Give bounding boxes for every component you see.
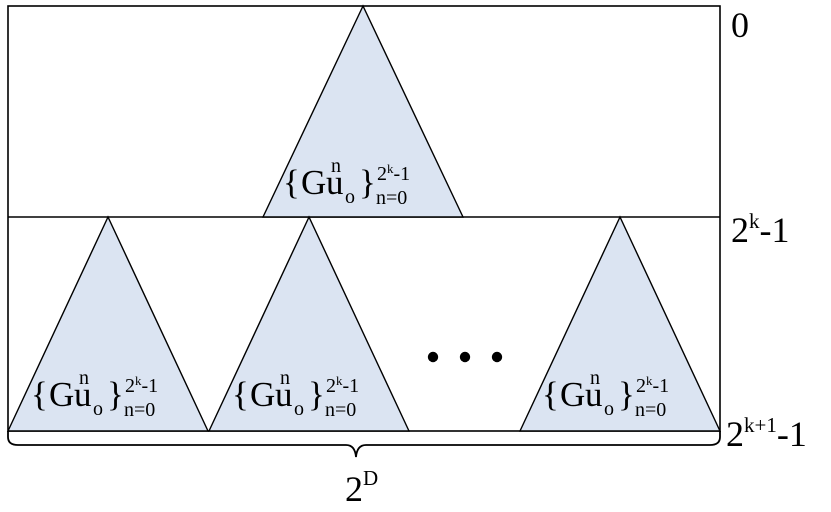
label-sub-o: o (294, 398, 304, 420)
label-lower-limit: n=0 (124, 399, 155, 421)
width-label: 2D (345, 466, 378, 509)
label-sup-n: n (331, 155, 341, 177)
label-symbol-u: u (275, 375, 293, 414)
width-label-exponent: D (363, 466, 378, 490)
label-sub-o: o (604, 398, 614, 420)
label-sub-o: o (93, 398, 103, 420)
ellipsis (427, 351, 503, 363)
row-label-middle-tail: -1 (760, 210, 790, 250)
row-label-bottom-tail: -1 (777, 414, 807, 454)
label-open-brace: { (232, 375, 249, 414)
label-symbol-g: G (250, 375, 275, 414)
label-close-brace: } (359, 163, 376, 202)
label-upper-limit-exponent: k (135, 373, 142, 388)
label-upper-limit: 2k-1 (125, 373, 158, 397)
label-lower-limit: n=0 (376, 187, 407, 209)
ellipsis-dot (427, 351, 439, 363)
width-brace (7, 431, 721, 458)
label-upper-limit-base: 2 (636, 375, 646, 397)
label-symbol-u: u (585, 375, 603, 414)
ellipsis-dot (491, 351, 503, 363)
label-close-brace: } (107, 375, 124, 414)
label-upper-limit-exponent: k (387, 161, 394, 176)
row-label-middle: 2k-1 (731, 209, 790, 250)
label-upper-limit-tail: -1 (653, 375, 670, 397)
label-upper-limit-exponent: k (646, 373, 653, 388)
ellipsis-dot (459, 351, 471, 363)
label-sub-o: o (345, 186, 355, 208)
row-label-middle-base: 2 (731, 210, 749, 250)
bottom-triangle-1 (6, 215, 210, 432)
row-label-middle-exponent: k (749, 209, 760, 233)
label-lower-limit: n=0 (325, 399, 356, 421)
label-symbol-u: u (74, 375, 92, 414)
width-label-base: 2 (345, 469, 363, 509)
label-sup-n: n (590, 367, 600, 389)
label-upper-limit: 2k-1 (636, 373, 669, 397)
label-open-brace: { (283, 163, 300, 202)
label-upper-limit-exponent: k (336, 373, 343, 388)
label-symbol-g: G (49, 375, 74, 414)
label-lower-limit: n=0 (635, 399, 666, 421)
label-upper-limit-base: 2 (125, 375, 135, 397)
label-close-brace: } (308, 375, 325, 414)
label-upper-limit-base: 2 (377, 163, 387, 185)
label-sup-n: n (280, 367, 290, 389)
row-label-bottom-exponent: k+1 (744, 413, 777, 437)
label-upper-limit-base: 2 (326, 375, 336, 397)
label-symbol-g: G (560, 375, 585, 414)
label-sup-n: n (79, 367, 89, 389)
label-open-brace: { (31, 375, 48, 414)
bottom-triangle-last (518, 215, 722, 432)
label-close-brace: } (618, 375, 635, 414)
label-upper-limit: 2k-1 (326, 373, 359, 397)
label-symbol-u: u (326, 163, 344, 202)
label-symbol-g: G (301, 163, 326, 202)
label-upper-limit-tail: -1 (343, 375, 360, 397)
bottom-triangle-2 (207, 215, 411, 432)
row-label-bottom: 2k+1-1 (726, 413, 807, 454)
label-upper-limit: 2k-1 (377, 161, 410, 185)
label-upper-limit-tail: -1 (394, 163, 411, 185)
top-triangle (261, 4, 465, 218)
row-label-top: 0 (731, 5, 749, 45)
label-open-brace: { (542, 375, 559, 414)
row-label-bottom-base: 2 (726, 414, 744, 454)
label-upper-limit-tail: -1 (142, 375, 159, 397)
